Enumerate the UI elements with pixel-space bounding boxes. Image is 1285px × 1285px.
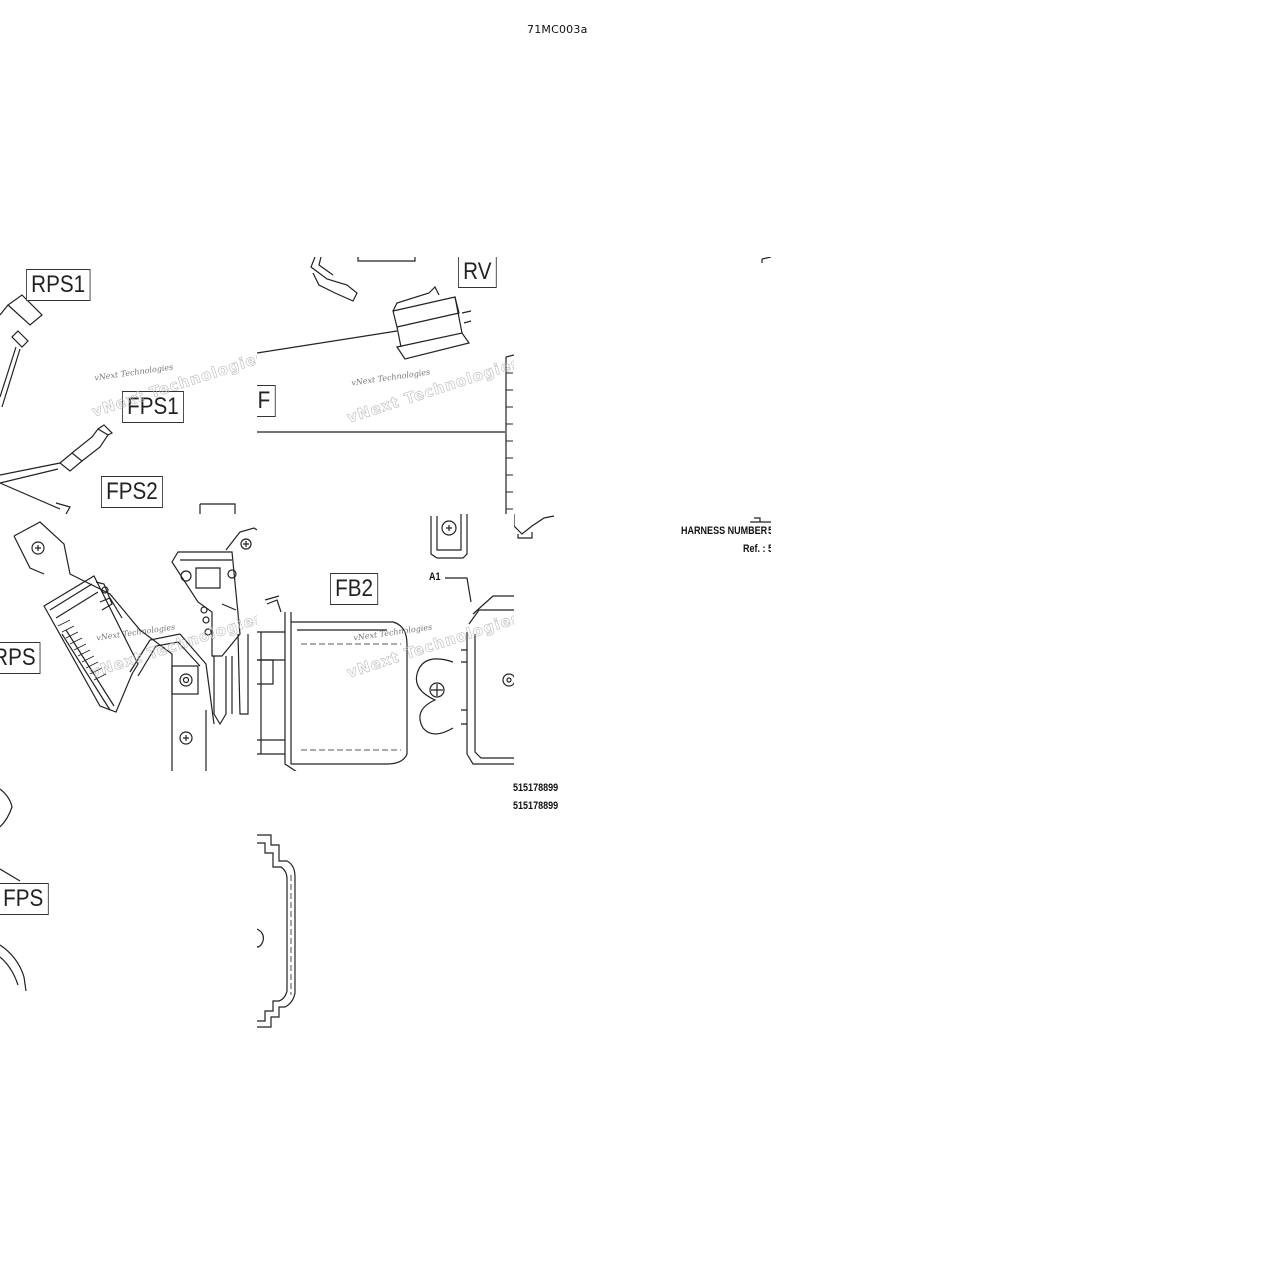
tile-bottom-left-drawing: [0, 788, 27, 992]
callout-fps2: FPS2: [101, 476, 163, 508]
tile-top-left-drawing: [0, 294, 236, 514]
tile-top-right: [514, 257, 771, 514]
callout-rps1: RPS1: [26, 269, 91, 301]
ref-value: 5: [768, 543, 771, 555]
label-a1: A1: [429, 571, 441, 583]
callout-partial-left: F: [257, 385, 276, 417]
part-number-2: 515178899: [513, 800, 559, 812]
diagram-reference-code: 71MC003a: [527, 23, 588, 36]
part-number-1: 515178899: [513, 782, 559, 794]
callout-fps1: FPS1: [122, 391, 184, 423]
tile-bottom-middle: [257, 771, 514, 1028]
tile-bottom-middle-drawing: [257, 834, 296, 1028]
ref-label: Ref. :: [743, 543, 766, 555]
harness-number-label: HARNESS NUMBER :: [681, 525, 771, 537]
callout-fb2: FB2: [330, 573, 379, 605]
callout-rv: RV: [458, 257, 497, 288]
tile-mid-right: HARNESS NUMBER : 5 Ref. : 5: [514, 514, 771, 771]
tile-mid-middle: FB2 A1 vNext Technologies vNext Technolo…: [257, 514, 514, 771]
harness-number-value: 5: [768, 525, 771, 537]
tile-top-middle-drawing: [257, 257, 514, 514]
tile-top-middle: RV F vNext Technologies vNext Technologi…: [257, 257, 514, 514]
tile-top-right-drawing: [761, 257, 771, 263]
tile-mid-middle-drawing: [257, 514, 514, 771]
tile-mid-left: RPS vNext Technologies vNext Technologie…: [0, 514, 257, 771]
tile-top-left: RPS1 FPS1 FPS2 vNext Technologies vNext …: [0, 257, 257, 514]
callout-fps: FPS: [0, 883, 49, 915]
tile-mid-right-drawing: [514, 514, 771, 539]
tile-bottom-left: FPS: [0, 771, 257, 1028]
tile-mid-left-drawing: [13, 521, 257, 771]
callout-rps: RPS: [0, 642, 41, 674]
